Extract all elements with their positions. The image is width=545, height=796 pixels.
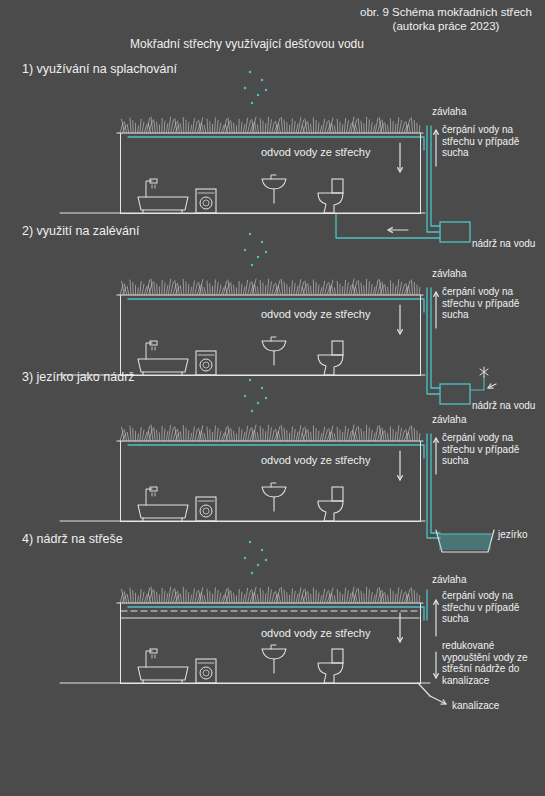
sewer-label: kanalizace bbox=[452, 700, 499, 712]
house-outline: odvod vody ze střechy bbox=[120, 295, 421, 376]
pump-note: čerpání vody na střechu v případě sucha bbox=[442, 590, 542, 625]
section-heading: 3) jezírko jako nádrž bbox=[22, 370, 135, 384]
irrigation-label: závlaha bbox=[432, 268, 466, 280]
tank-label: nádrž na vodu bbox=[472, 400, 535, 412]
pump-note: čerpání vody na střechu v případě sucha bbox=[442, 286, 542, 321]
irrigation-label: závlaha bbox=[432, 574, 466, 586]
section-heading: 4) nádrž na střeše bbox=[22, 532, 123, 546]
flow-note: odvod vody ze střechy bbox=[261, 146, 370, 158]
pump-note: čerpání vody na střechu v případě sucha bbox=[442, 432, 542, 467]
house-outline: odvod vody ze střechy bbox=[120, 603, 421, 684]
pond-label: jezírko bbox=[498, 529, 527, 541]
tank-label: nádrž na vodu bbox=[472, 238, 535, 250]
figure-title: obr. 9 Schéma mokřadních střech (autorka… bbox=[351, 6, 541, 34]
discharge-note: redukované vypouštění vody ze střešní ná… bbox=[442, 640, 542, 686]
subtitle: Mokřadní střechy využívající dešťovou vo… bbox=[130, 38, 364, 52]
irrigation-label: závlaha bbox=[432, 106, 466, 118]
flow-note: odvod vody ze střechy bbox=[261, 454, 370, 466]
irrigation-label: závlaha bbox=[432, 414, 466, 426]
section-heading: 1) využívání na splachování bbox=[22, 62, 177, 76]
house-outline: odvod vody ze střechy bbox=[120, 133, 421, 214]
house-outline: odvod vody ze střechy bbox=[120, 441, 421, 522]
flow-note: odvod vody ze střechy bbox=[261, 627, 370, 639]
pump-note: čerpání vody na střechu v případě sucha bbox=[442, 124, 542, 159]
section-heading: 2) využití na zalévání bbox=[22, 224, 139, 238]
flow-note: odvod vody ze střechy bbox=[261, 308, 370, 320]
